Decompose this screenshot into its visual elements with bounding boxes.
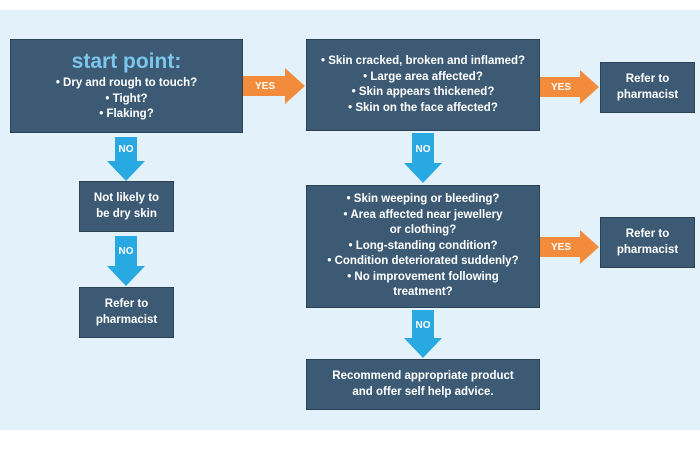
not-dry-skin-box: Not likely to be dry skin bbox=[79, 181, 174, 232]
no-label: NO bbox=[118, 245, 134, 257]
no-arrow-check2-to-recommend bbox=[404, 310, 442, 358]
not-dry-line: Not likely to bbox=[93, 192, 160, 204]
skin-condition-check-box: • Skin cracked, broken and inflamed? • L… bbox=[306, 39, 540, 131]
yes-arrow-start-to-check1 bbox=[243, 68, 305, 104]
refer-line: Refer to bbox=[625, 73, 670, 85]
no-arrow-not-dry-to-refer bbox=[107, 236, 145, 286]
recommend-product-box: Recommend appropriate product and offer … bbox=[306, 359, 540, 410]
start-point-line: • Dry and rough to touch? bbox=[55, 77, 198, 90]
not-dry-line: be dry skin bbox=[96, 207, 157, 220]
check-line: • Skin weeping or bleeding? bbox=[346, 193, 500, 206]
check-line: • Area affected near jewellery bbox=[343, 208, 503, 221]
check-line: • Long-standing condition? bbox=[348, 239, 498, 252]
check-line: • Skin cracked, broken and inflamed? bbox=[320, 55, 526, 67]
yes-arrow-check2-to-refer bbox=[540, 230, 599, 264]
no-label: NO bbox=[415, 143, 431, 155]
check-line: • Skin appears thickened? bbox=[351, 86, 495, 98]
no-arrow-check1-to-check2 bbox=[404, 133, 442, 183]
yes-label: YES bbox=[550, 81, 571, 93]
further-symptoms-check-box: • Skin weeping or bleeding? • Area affec… bbox=[306, 185, 540, 308]
check-line: • Large area affected? bbox=[363, 70, 483, 83]
recommend-line: and offer self help advice. bbox=[352, 385, 494, 398]
refer-to-pharmacist-box: Refer to pharmacist bbox=[600, 62, 695, 113]
start-point-line: • Flaking? bbox=[99, 108, 154, 121]
check-line: • Skin on the face affected? bbox=[348, 101, 498, 114]
refer-line: pharmacist bbox=[616, 88, 679, 101]
yes-label: YES bbox=[550, 241, 571, 253]
refer-line: Refer to bbox=[104, 298, 149, 310]
check-line: • No improvement following bbox=[347, 270, 499, 283]
yes-arrow-check1-to-refer bbox=[540, 70, 599, 104]
refer-line: Refer to bbox=[625, 228, 670, 240]
start-point-line: • Tight? bbox=[105, 92, 148, 105]
check-line: • Condition deteriorated suddenly? bbox=[327, 255, 519, 268]
check-line: or clothing? bbox=[389, 224, 457, 237]
recommend-line: Recommend appropriate product bbox=[332, 370, 514, 382]
refer-line: pharmacist bbox=[616, 243, 679, 256]
no-arrow-start-to-not-dry bbox=[107, 137, 145, 181]
no-label: NO bbox=[118, 143, 134, 155]
refer-to-pharmacist-box: Refer to pharmacist bbox=[79, 287, 174, 338]
flowchart-canvas: start point: • Dry and rough to touch? •… bbox=[0, 10, 700, 430]
check-line: treatment? bbox=[393, 286, 453, 299]
start-point-title: start point: bbox=[71, 50, 182, 74]
start-point-box: start point: • Dry and rough to touch? •… bbox=[10, 39, 243, 133]
no-label: NO bbox=[415, 319, 431, 331]
refer-line: pharmacist bbox=[95, 313, 158, 326]
refer-to-pharmacist-box: Refer to pharmacist bbox=[600, 217, 695, 268]
yes-label: YES bbox=[254, 80, 275, 92]
